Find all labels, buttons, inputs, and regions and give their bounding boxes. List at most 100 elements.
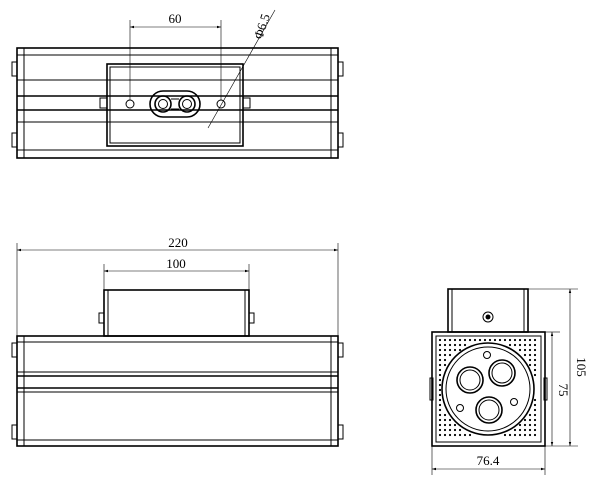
heatsink-dot [533, 338, 537, 342]
heatsink-dot [533, 413, 537, 417]
lens-housing-ring [445, 346, 531, 432]
heatsink-dot [473, 338, 477, 342]
heatsink-dot [438, 343, 442, 347]
heatsink-dot [463, 433, 467, 437]
heatsink-dot [503, 338, 507, 342]
led-lens-left-inner [459, 369, 481, 391]
bracket-bolt-center [485, 314, 491, 320]
heatsink-dot [518, 433, 522, 437]
heatsink-dot [528, 338, 532, 342]
side-body-inner [435, 335, 542, 443]
heatsink-dot [518, 343, 522, 347]
led-lens-bottom [475, 396, 503, 424]
housing-screw [456, 404, 464, 412]
led-lens-right [488, 359, 516, 387]
heatsink-dot [533, 353, 537, 357]
heatsink-dot [443, 363, 447, 367]
heatsink-dot [438, 393, 442, 397]
heatsink-dot [448, 423, 452, 427]
heatsink-dot [443, 413, 447, 417]
heatsink-dot [508, 343, 512, 347]
heatsink-dot [443, 348, 447, 352]
cable-gland-right [178, 95, 196, 113]
heatsink-dot [528, 348, 532, 352]
heatsink-dot [528, 418, 532, 422]
heatsink-dot [438, 433, 442, 437]
heatsink-dot [533, 363, 537, 367]
heatsink-dot [523, 418, 527, 422]
heatsink-dot [508, 338, 512, 342]
mounting-hole [216, 99, 226, 109]
heatsink-dot [508, 433, 512, 437]
dim-label-75: 75 [556, 384, 571, 397]
heatsink-dot [498, 338, 502, 342]
heatsink-dot [438, 408, 442, 412]
heatsink-dot [523, 423, 527, 427]
heatsink-dot [493, 338, 497, 342]
heatsink-dot [463, 338, 467, 342]
heatsink-dot [518, 348, 522, 352]
heatsink-dot [488, 338, 492, 342]
heatsink-dot [483, 338, 487, 342]
heatsink-dot [443, 358, 447, 362]
diameter-leader-line [207, 9, 276, 129]
end-tab [337, 424, 344, 440]
heatsink-dot [443, 418, 447, 422]
heatsink-dot [438, 378, 442, 382]
heatsink-dot [533, 433, 537, 437]
heatsink-dot [438, 353, 442, 357]
heatsink-dot [523, 343, 527, 347]
heatsink-dot [438, 418, 442, 422]
end-tab [11, 342, 18, 358]
bracket-screw [248, 312, 255, 324]
cable-gland-left [154, 95, 172, 113]
heatsink-dot [443, 428, 447, 432]
heatsink-dot [503, 433, 507, 437]
side-view: 105 75 76.4 [429, 288, 589, 475]
mounting-hole [125, 99, 135, 109]
heatsink-dot [468, 338, 472, 342]
end-tab [11, 61, 18, 77]
heatsink-dot [533, 343, 537, 347]
heatsink-dot [438, 373, 442, 377]
bracket-bolt [482, 311, 494, 323]
heatsink-dot [463, 343, 467, 347]
heatsink-dot [528, 363, 532, 367]
heatsink-dot [448, 353, 452, 357]
top-view: 60 Φ6.5 [11, 9, 344, 159]
heatsink-dot [528, 353, 532, 357]
mounting-plate [106, 63, 244, 147]
side-bracket [447, 288, 529, 333]
front-view: 220 100 [11, 235, 344, 447]
heatsink-dot [533, 398, 537, 402]
heatsink-dot [448, 343, 452, 347]
bracket-bump [242, 97, 251, 109]
end-tab [337, 132, 344, 148]
heatsink-dot [523, 433, 527, 437]
lens-housing-outer [441, 342, 535, 436]
heatsink-dot [448, 428, 452, 432]
bracket-screw [98, 312, 105, 324]
heatsink-dot [513, 338, 517, 342]
heatsink-dot [528, 413, 532, 417]
heatsink-dot [438, 428, 442, 432]
heatsink-dot [438, 348, 442, 352]
heatsink-dot [453, 348, 457, 352]
heatsink-dot [438, 368, 442, 372]
heatsink-dot [438, 398, 442, 402]
heatsink-dot [438, 383, 442, 387]
heatsink-dot [518, 338, 522, 342]
heatsink-dot [443, 423, 447, 427]
heatsink-dot [533, 348, 537, 352]
side-notch [543, 377, 548, 401]
heatsink-dot [438, 403, 442, 407]
heatsink-dot [448, 433, 452, 437]
heatsink-dot [458, 343, 462, 347]
cable-connector [149, 90, 201, 118]
heatsink-dot [523, 428, 527, 432]
heatsink-fins [438, 338, 537, 437]
dim-label-76-4: 76.4 [477, 453, 500, 468]
led-lens-bottom-inner [478, 399, 500, 421]
heatsink-dot [453, 423, 457, 427]
